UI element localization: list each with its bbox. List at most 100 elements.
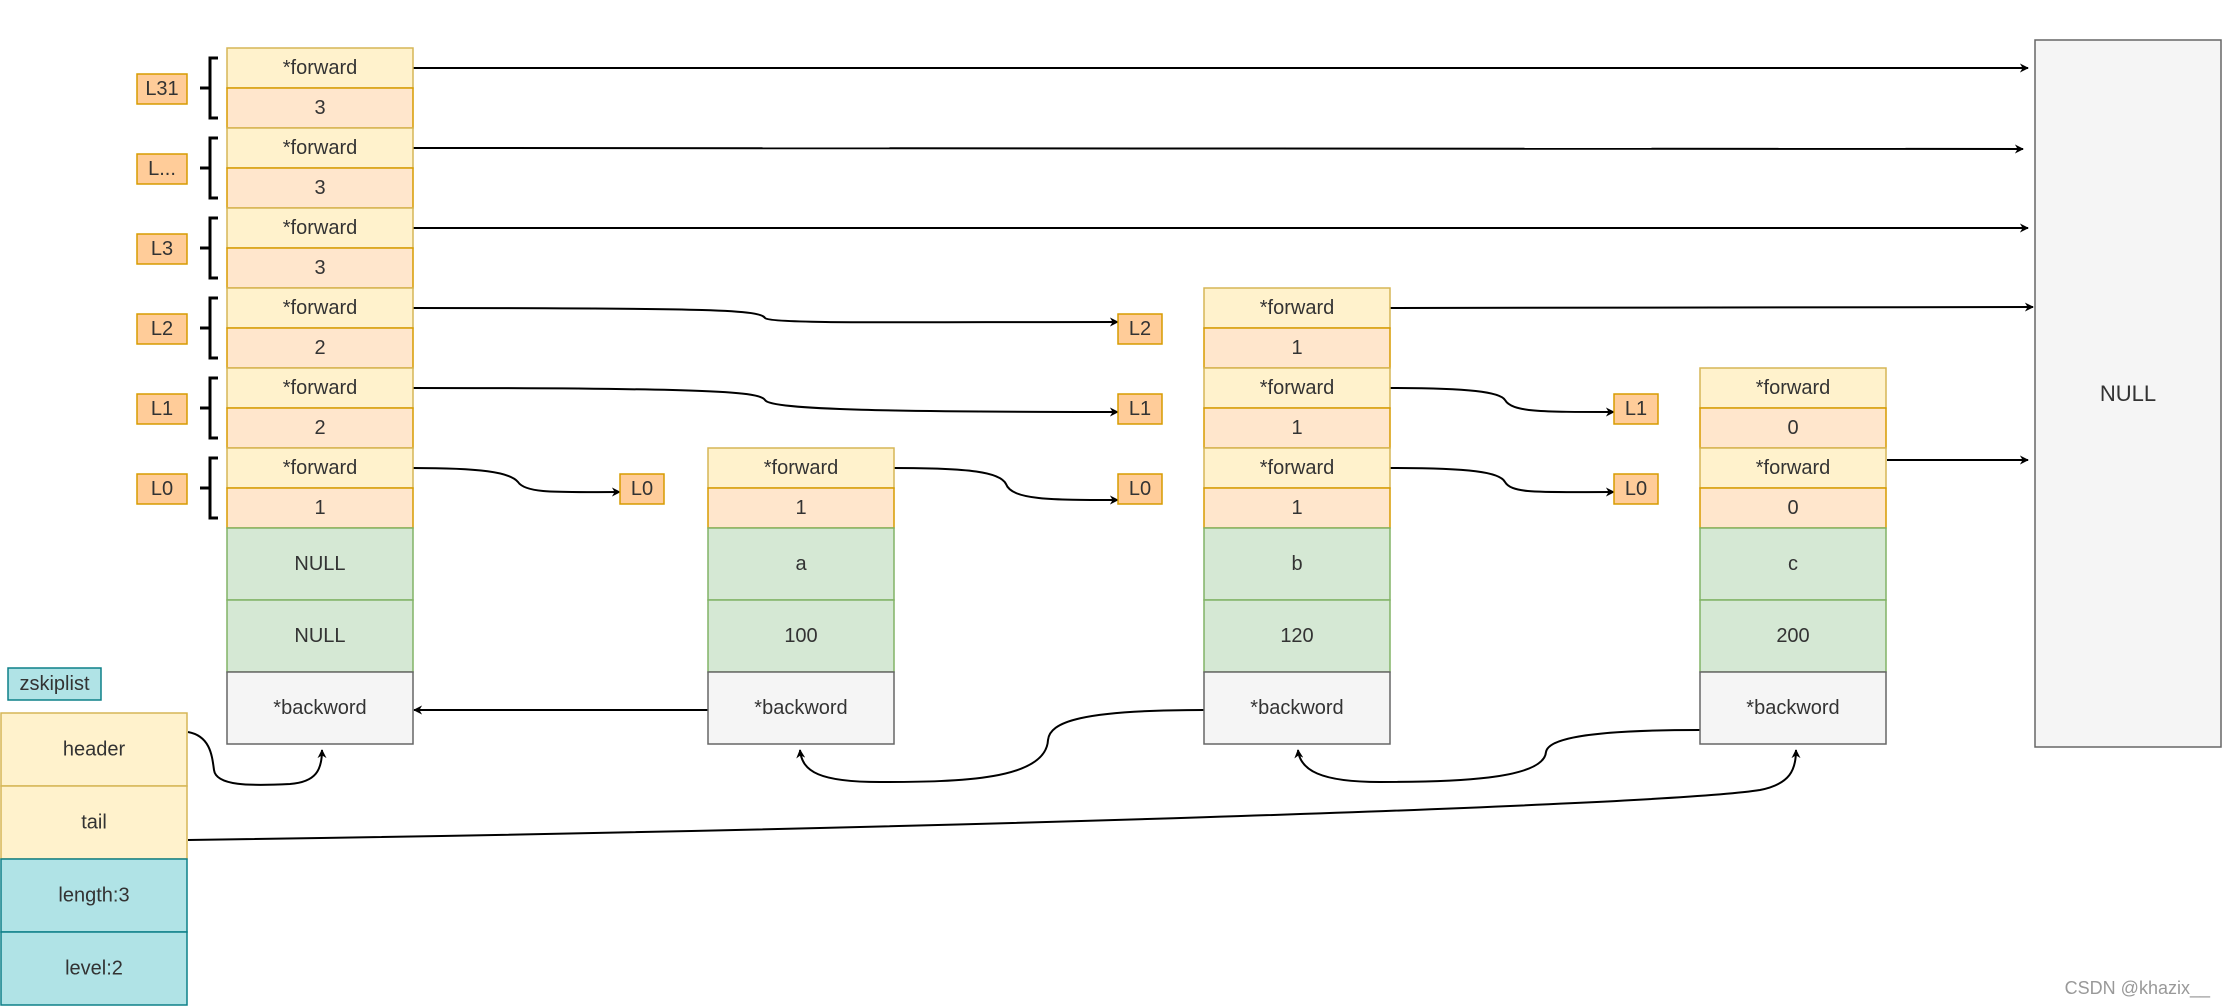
zskiplist-field-0-box [0, 712, 188, 787]
header-forward-2-text: *forward [283, 217, 357, 239]
level-tag-b-1: L1 [1117, 393, 1163, 425]
node-c-backward-text: *backword [1746, 697, 1839, 719]
node-c-span-1-text: 0 [1787, 497, 1798, 519]
node-b-span-1-box [1203, 407, 1391, 449]
header-span-2-text: 3 [314, 257, 325, 279]
node-b-span-2-box [1203, 487, 1391, 529]
header-forward-4-text: *forward [283, 377, 357, 399]
node-b-forward-2: *forward [1203, 447, 1391, 489]
header-forward-4: *forward [226, 367, 414, 409]
header-forward-3-box [226, 287, 414, 329]
node-a-score-text: 100 [784, 625, 817, 647]
header-forward-2-box [226, 207, 414, 249]
level-tag-a-0: L0 [619, 473, 665, 505]
header-backward-text: *backword [273, 697, 366, 719]
zskiplist-field-3-text: level:2 [65, 958, 123, 980]
level-tag-1-text: L... [148, 158, 176, 180]
node-b-span-0: 1 [1203, 327, 1391, 369]
zskiplist-field-1: tail [0, 785, 188, 860]
header-forward-2: *forward [226, 207, 414, 249]
header-span-1-text: 3 [314, 177, 325, 199]
level-tag-c-0: L1 [1613, 393, 1659, 425]
arrow-c-backward-to-b [1294, 729, 1701, 784]
null-node-text: NULL [2100, 381, 2156, 406]
node-b-backward: *backword [1203, 671, 1391, 745]
level-tag-1-box [136, 153, 188, 185]
node-b-forward-2-text: *forward [1260, 457, 1334, 479]
node-a-span-0-text: 1 [795, 497, 806, 519]
header-span-4-text: 2 [314, 417, 325, 439]
node-c-ele-box [1699, 527, 1887, 601]
level-tag-a-0-box [619, 473, 665, 505]
node-a-score-box [707, 599, 895, 673]
header-span-2: 3 [226, 247, 414, 289]
zskiplist-field-2: length:3 [0, 858, 188, 933]
node-b-forward-1: *forward [1203, 367, 1391, 409]
header-forward-5: *forward [226, 447, 414, 489]
header-span-5-box [226, 487, 414, 529]
header-forward-1-text: *forward [283, 137, 357, 159]
level-bracket-3 [200, 296, 218, 360]
null-node-box [2034, 39, 2222, 748]
node-c-forward-0-box [1699, 367, 1887, 409]
level-bracket-0 [200, 56, 218, 120]
level-tag-5: L0 [136, 473, 188, 505]
node-b-span-0-box [1203, 327, 1391, 369]
node-a-score: 100 [707, 599, 895, 673]
arrow-zskiplist-header-to-header-node [187, 731, 327, 786]
arrow-b-backward-to-a [796, 709, 1205, 784]
node-a-forward-0-text: *forward [764, 457, 838, 479]
level-tag-c-1-text: L0 [1625, 478, 1647, 500]
level-tag-4-text: L1 [151, 398, 173, 420]
node-c-span-1: 0 [1699, 487, 1887, 529]
level-tag-2-text: L3 [151, 238, 173, 260]
arrow-b-L0-to-c [1389, 467, 1615, 497]
header-forward-5-text: *forward [283, 457, 357, 479]
header-forward-0-text: *forward [283, 57, 357, 79]
node-c-backward: *backword [1699, 671, 1887, 745]
connector-lines [187, 56, 2034, 841]
level-bracket-2 [200, 216, 218, 280]
header-forward-0-box [226, 47, 414, 89]
level-tag-2: L3 [136, 233, 188, 265]
zskiplist-field-3-box [0, 931, 188, 1006]
header-span-3-box [226, 327, 414, 369]
node-c-forward-1: *forward [1699, 447, 1887, 489]
node-b-score-box [1203, 599, 1391, 673]
node-b-span-0-text: 1 [1291, 337, 1302, 359]
level-tag-0: L31 [136, 73, 188, 105]
node-c-span-0-box [1699, 407, 1887, 449]
level-bracket-4 [200, 376, 218, 440]
node-c-backward-box [1699, 671, 1887, 745]
watermark: CSDN @khazix__ [2065, 978, 2211, 999]
header-forward-1: *forward [226, 127, 414, 169]
header-span-4: 2 [226, 407, 414, 449]
level-tag-b-0-text: L2 [1129, 318, 1151, 340]
node-b-span-2: 1 [1203, 487, 1391, 529]
level-tag-5-box [136, 473, 188, 505]
level-tag-3-box [136, 313, 188, 345]
node-b-forward-0-text: *forward [1260, 297, 1334, 319]
null-node: NULL [2034, 39, 2222, 748]
header-score-text: NULL [294, 625, 345, 647]
level-tag-2-box [136, 233, 188, 265]
level-tag-b-0-box [1117, 313, 1163, 345]
level-tag-b-2: L0 [1117, 473, 1163, 505]
node-b-ele: b [1203, 527, 1391, 601]
level-tag-b-1-text: L1 [1129, 398, 1151, 420]
node-b-forward-0: *forward [1203, 287, 1391, 329]
arrow-a-L0-to-b [892, 467, 1119, 505]
header-ele-text: NULL [294, 553, 345, 575]
header-span-1: 3 [226, 167, 414, 209]
level-tag-c-1: L0 [1613, 473, 1659, 505]
header-span-3-text: 2 [314, 337, 325, 359]
node-b-score-text: 120 [1280, 625, 1313, 647]
level-tag-3-text: L2 [151, 318, 173, 340]
header-ele-box [226, 527, 414, 601]
node-c-score-text: 200 [1776, 625, 1809, 647]
node-c-span-0-text: 0 [1787, 417, 1798, 439]
header-score: NULL [226, 599, 414, 673]
node-c-score-box [1699, 599, 1887, 673]
zskiplist-title-box [7, 667, 102, 701]
